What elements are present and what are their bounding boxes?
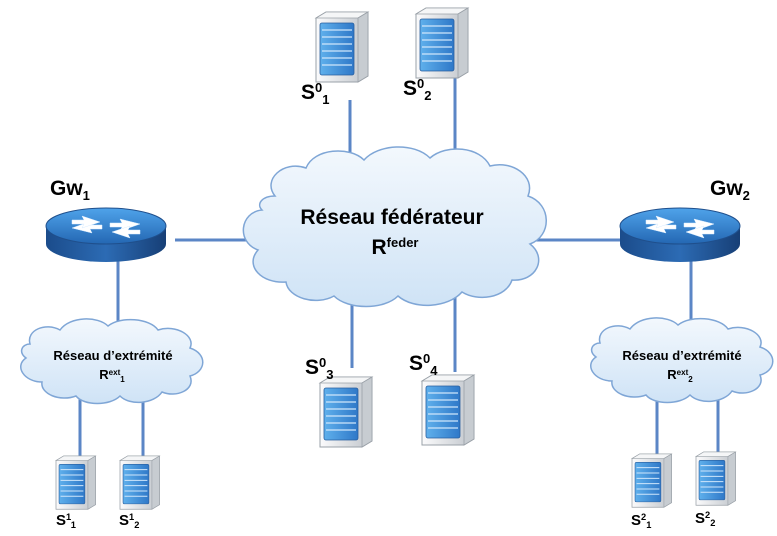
- server-s1-2-label: S12: [119, 511, 140, 531]
- server-s0-1-label: S01: [301, 79, 330, 107]
- gateway-1-label: Gw1: [50, 177, 90, 203]
- gateway-2-label: Gw2: [710, 177, 750, 203]
- server-s1-2-icon: [119, 455, 161, 510]
- server-s0-4-icon: [421, 374, 475, 446]
- server-s2-1-icon: [631, 453, 673, 508]
- edge-network-1-variable: Rext1: [99, 367, 125, 384]
- server-s0-2-label: S02: [403, 75, 432, 103]
- server-s1-1-label: S11: [56, 511, 76, 531]
- server-s0-3-icon: [319, 376, 373, 448]
- core-network-variable: Rfeder: [371, 234, 419, 259]
- gateway-1-router-icon: [45, 207, 167, 263]
- server-s0-3-label: S03: [305, 354, 334, 382]
- core-network-cloud: [242, 146, 547, 308]
- edge-network-2-cloud: [590, 317, 774, 404]
- server-s1-1-icon: [55, 455, 97, 510]
- server-s0-2-icon: [415, 7, 469, 79]
- server-s0-1-icon: [315, 11, 369, 83]
- edge-network-2-variable: Rext2: [667, 367, 693, 384]
- core-network-title: Réseau fédérateur: [300, 206, 484, 229]
- edge-network-2-title: Réseau d’extrémité: [622, 348, 742, 363]
- edge-network-1-title: Réseau d’extrémité: [53, 348, 173, 363]
- server-s0-4-label: S04: [409, 350, 438, 378]
- server-s2-1-label: S21: [631, 511, 652, 531]
- edge-network-1-cloud: [20, 318, 204, 405]
- server-s2-2-label: S22: [695, 509, 716, 529]
- gateway-2-router-icon: [619, 207, 741, 263]
- server-s2-2-icon: [695, 451, 737, 506]
